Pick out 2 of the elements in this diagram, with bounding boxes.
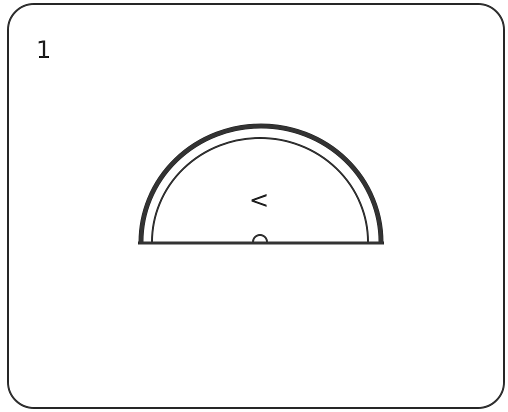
panel-number: 1 (36, 38, 52, 62)
angle-symbol: < (249, 188, 270, 212)
